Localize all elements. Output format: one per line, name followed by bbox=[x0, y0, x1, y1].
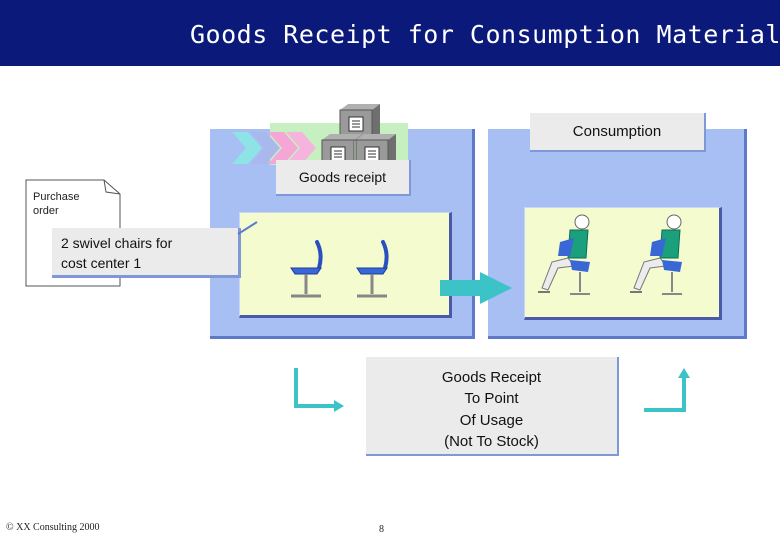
purchase-order-label: Purchase order bbox=[33, 191, 80, 217]
consumption-label: Consumption bbox=[530, 113, 706, 152]
page-number: 8 bbox=[379, 524, 384, 535]
chairs-area bbox=[239, 212, 452, 318]
goods-receipt-label: Goods receipt bbox=[276, 160, 411, 196]
copyright-text: © XX Consulting 2000 bbox=[6, 522, 100, 533]
chairs-note: 2 swivel chairs for cost center 1 bbox=[52, 228, 241, 278]
seated-person-icon bbox=[630, 214, 682, 295]
seated-person-icon bbox=[538, 214, 590, 295]
flow-arrow-icon bbox=[440, 272, 512, 304]
gr-point-of-usage-label: Goods Receipt To Point Of Usage (Not To … bbox=[366, 357, 619, 456]
slide-title: Goods Receipt for Consumption Material bbox=[190, 20, 780, 49]
storage-boxes-icon bbox=[321, 104, 396, 171]
swivel-chair-icon bbox=[356, 240, 389, 298]
title-bar: Goods Receipt for Consumption Material bbox=[0, 0, 780, 66]
swivel-chair-icon bbox=[290, 240, 323, 298]
connector-line bbox=[237, 221, 258, 235]
corner-arrow-icon bbox=[294, 368, 344, 412]
corner-arrow-icon bbox=[644, 368, 690, 412]
